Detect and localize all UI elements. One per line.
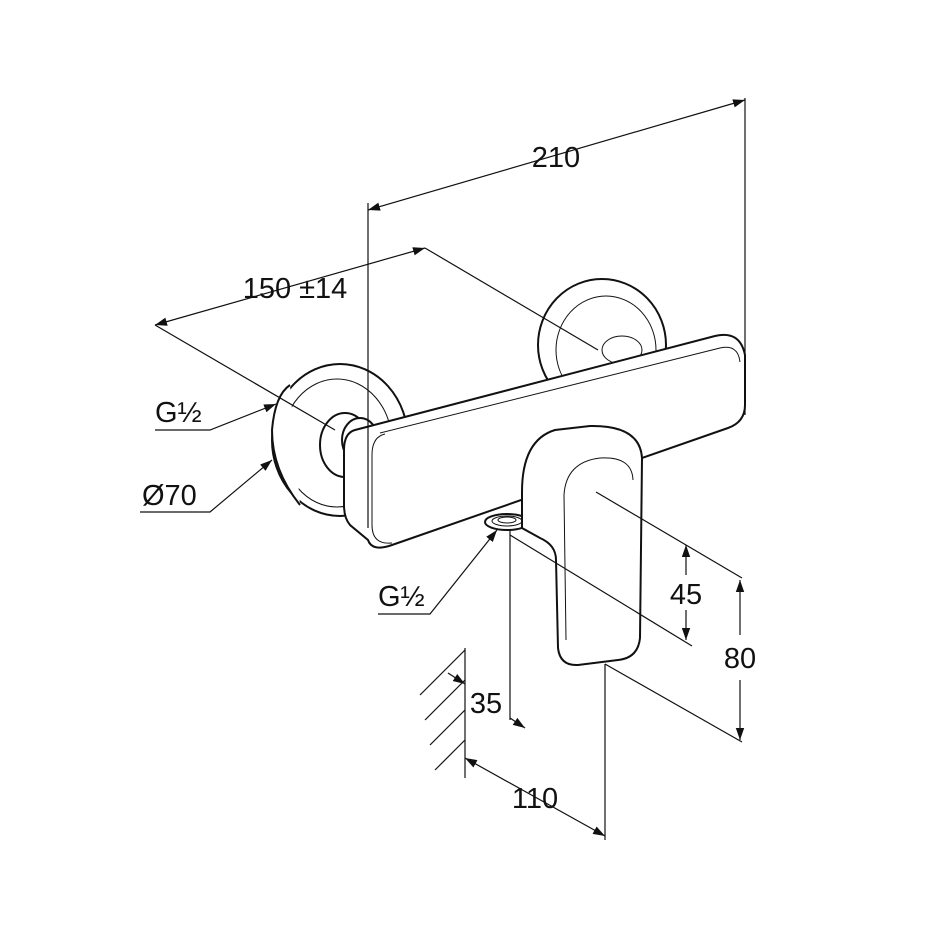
dimension-45: 45: [509, 491, 743, 647]
dimension-110: 110: [464, 664, 606, 840]
dim-110-label: 110: [512, 783, 558, 815]
outlet-thread-label: G½: [378, 581, 425, 613]
dim-45-label: 45: [670, 579, 702, 611]
dimension-210: 210: [367, 98, 746, 528]
dim-35-label: 35: [470, 688, 502, 720]
callout-outlet-thread: G½: [378, 529, 498, 615]
dim-210-label: 210: [532, 142, 580, 174]
lever-handle: [521, 424, 644, 667]
callout-inlet-thread: G½: [155, 397, 277, 431]
rosette-diameter-label: Ø70: [142, 480, 197, 512]
dim-150-label: 150 ±14: [243, 273, 348, 305]
callout-rosette-diameter: Ø70: [140, 459, 273, 513]
inlet-thread-label: G½: [155, 397, 202, 429]
dimension-35: 35: [419, 530, 526, 778]
dim-80-label: 80: [724, 643, 756, 675]
dimension-150: 150 ±14: [154, 247, 599, 431]
dimension-80: 80: [604, 580, 756, 743]
